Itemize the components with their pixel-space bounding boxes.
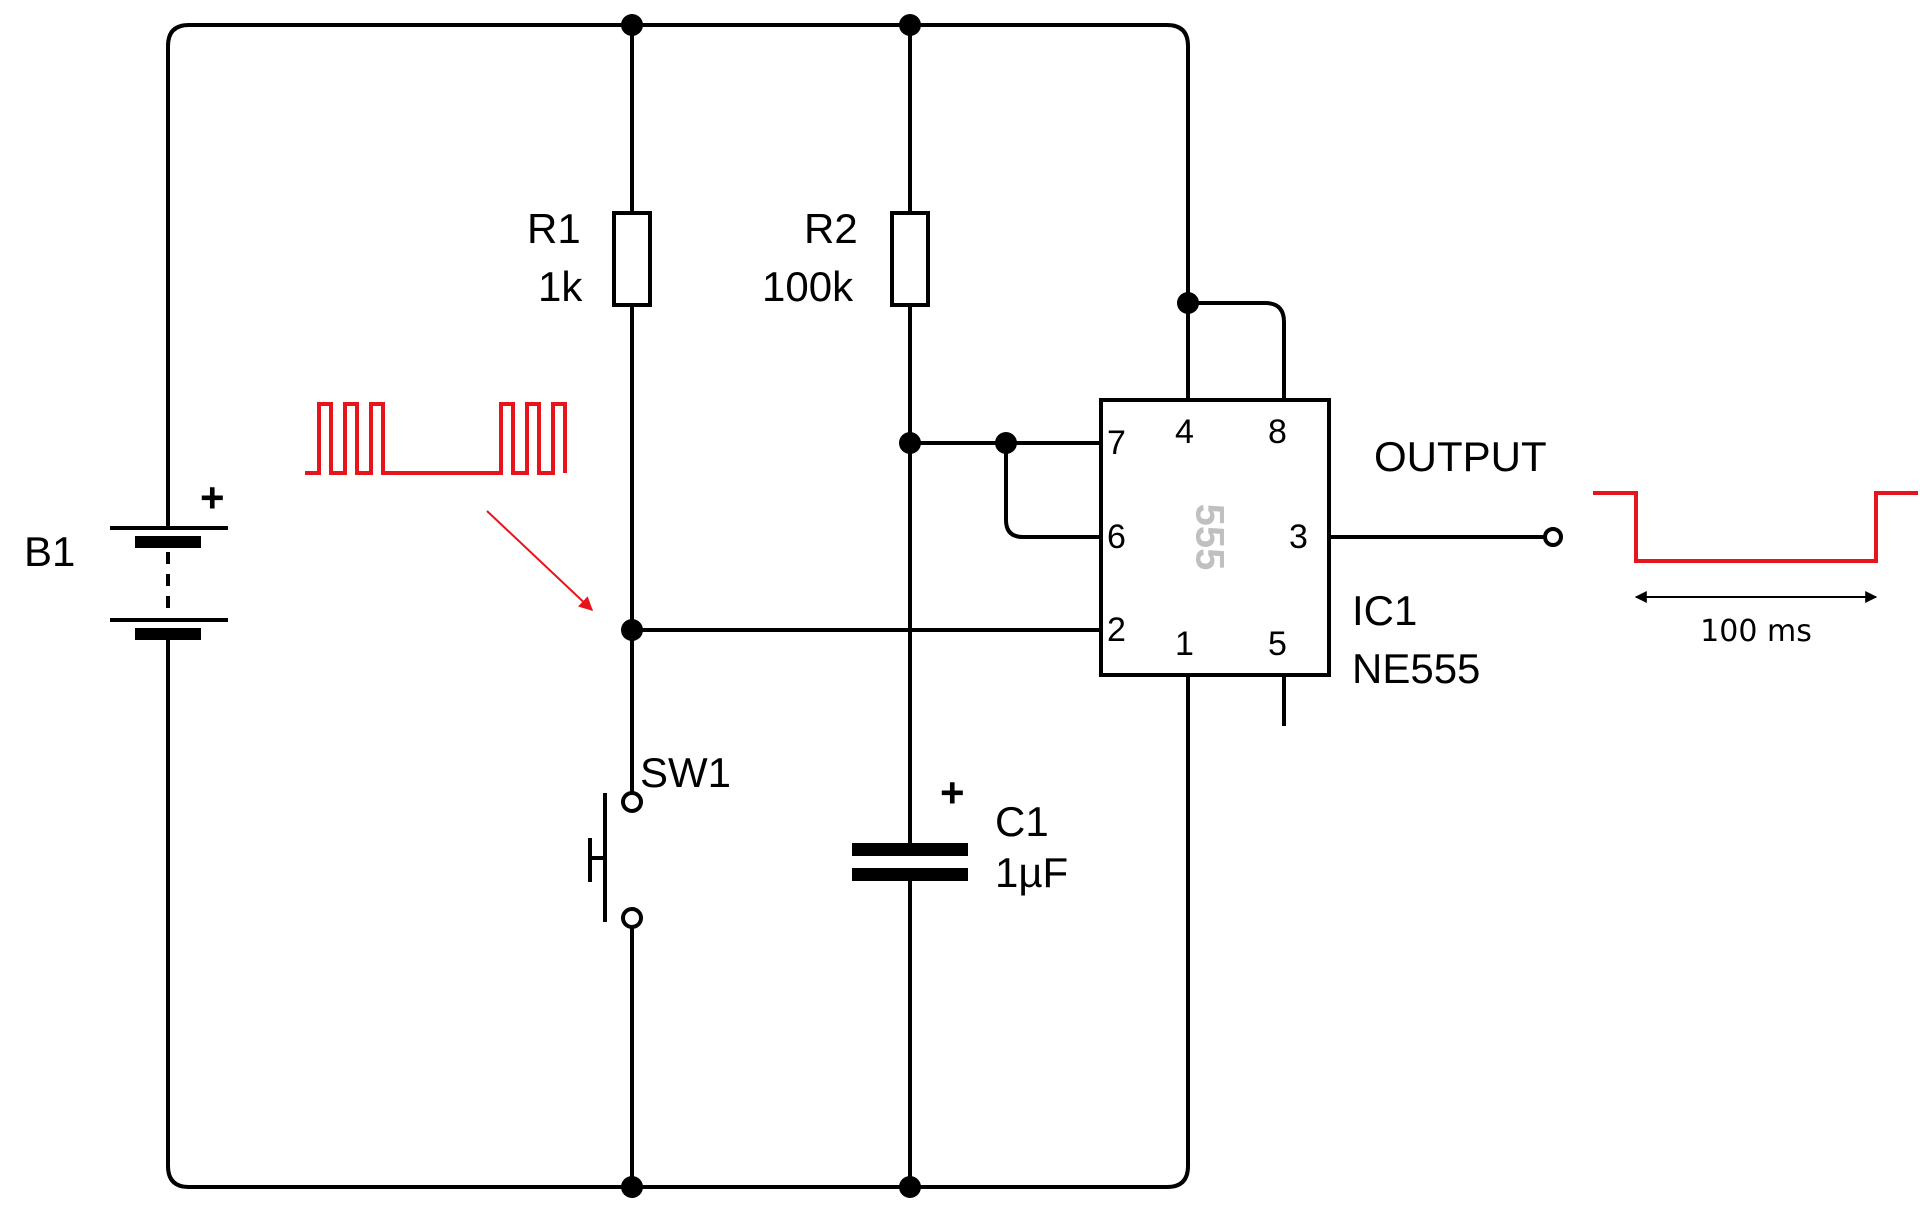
wire-bottom-rail — [166, 1151, 1190, 1189]
junction-pin7-pin6 — [995, 432, 1017, 454]
pulse-duration-label: 100 ms — [1700, 614, 1812, 649]
resistor-r1 — [612, 211, 652, 307]
capacitor-c1-plate-bottom — [852, 868, 968, 881]
ic1-pin6-label: 6 — [1107, 518, 1126, 556]
switch-sw1-label: SW1 — [640, 749, 731, 796]
bouncing-input-waveform — [305, 402, 567, 475]
ic1-pin3-label: 3 — [1289, 518, 1308, 556]
ic1-pin2-label: 2 — [1107, 611, 1126, 649]
resistor-r1-ref: R1 — [527, 205, 581, 252]
ic1-pin7-label: 7 — [1107, 424, 1126, 462]
output-label: OUTPUT — [1374, 433, 1547, 480]
output-terminal — [1543, 527, 1563, 547]
ic1-pin4-label: 4 — [1175, 413, 1194, 451]
ic1-pin5-label: 5 — [1268, 625, 1287, 663]
annotation-arrow — [486, 510, 594, 611]
ic1-marking: 555 — [1187, 504, 1231, 571]
output-pulse-waveform — [1593, 491, 1918, 563]
ic1-ref: IC1 — [1352, 587, 1417, 634]
resistor-r2-ref: R2 — [804, 205, 858, 252]
ic1-pin1-label: 1 — [1175, 625, 1194, 663]
battery-b1-plate-top-short — [135, 536, 201, 548]
junction-r2-pin7 — [899, 432, 921, 454]
capacitor-c1-value: 1µF — [995, 849, 1068, 896]
capacitor-c1-plate-top — [852, 843, 968, 856]
wire-top-rail — [166, 23, 1190, 65]
junction-bottom-c1 — [899, 1176, 921, 1198]
junction-top-r2 — [899, 14, 921, 36]
wire-pin8 — [1186, 301, 1286, 402]
junction-top-r1 — [621, 14, 643, 36]
ic1-body — [1099, 398, 1331, 677]
junction-pin4-pin8 — [1177, 292, 1199, 314]
resistor-r2-value: 100k — [762, 263, 854, 310]
junction-bottom-sw1 — [621, 1176, 643, 1198]
resistor-r1-value: 1k — [538, 263, 583, 310]
capacitor-c1-ref: C1 — [995, 798, 1049, 845]
resistor-r2 — [890, 211, 930, 307]
capacitor-c1-polarity: + — [940, 769, 965, 816]
ic1-pin8-label: 8 — [1268, 413, 1287, 451]
battery-b1-plate-bottom-short — [135, 628, 201, 640]
battery-b1-polarity: + — [200, 474, 225, 521]
switch-sw1-terminal-top — [621, 791, 643, 813]
battery-b1-label: B1 — [24, 528, 75, 575]
switch-sw1-terminal-bottom — [621, 907, 643, 929]
junction-r1-pin2 — [621, 619, 643, 641]
wire-pin6 — [1004, 441, 1103, 539]
ic1-part: NE555 — [1352, 645, 1480, 692]
